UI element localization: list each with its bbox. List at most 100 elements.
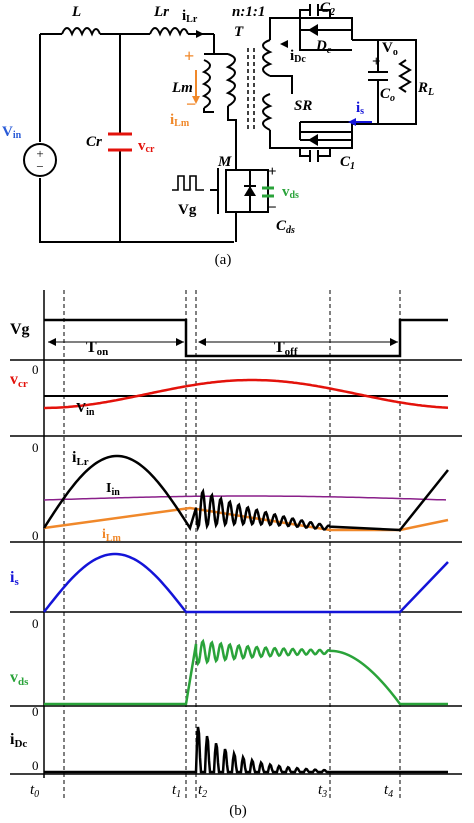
label-Lm-minus: −: [186, 94, 196, 114]
diode-SR-icon: [308, 134, 318, 146]
time-label-t0: t0: [30, 782, 39, 800]
time-markers: [63, 290, 401, 800]
inductor-Lm: [201, 53, 214, 113]
ton-arrow-right: [176, 338, 184, 346]
row-label-vcr: vcr: [10, 371, 28, 390]
label-SR: SR: [294, 98, 312, 114]
row-label-is: is: [10, 569, 19, 588]
capacitor-C2-wires: [299, 9, 331, 18]
label-Co-plus: +: [372, 54, 381, 70]
zero-label-4: 0: [32, 616, 39, 631]
cds-wire: [250, 169, 269, 213]
vg-pulse-icon: [172, 175, 204, 191]
waveform-labels: Vg vcr iLr is vds iDc Ton Toff Vin Iin i…: [10, 321, 298, 750]
source-minus: −: [36, 159, 43, 174]
primary-bottom-wire: [227, 106, 237, 160]
time-label-t2: t2: [198, 782, 207, 800]
mosfet-M-gate: [210, 168, 219, 214]
capacitor-C2: [309, 4, 319, 16]
left-wire: [39, 34, 234, 243]
output-box: [352, 39, 417, 125]
row-label-idc: iDc: [10, 731, 27, 750]
primary-winding: [225, 53, 236, 107]
waveform-frame: [10, 290, 462, 800]
label-Vg: Vg: [178, 202, 197, 218]
zero-label-1: 0: [32, 362, 39, 377]
label-ratio: n:1:1: [232, 4, 265, 20]
ton-arrow-left: [48, 338, 56, 346]
label-Cr: Cr: [86, 134, 102, 150]
label-toff: Toff: [274, 339, 298, 358]
ilm-trace: [43, 506, 449, 532]
capacitor-Cds: [262, 186, 274, 198]
row-label-ilr: iLr: [72, 449, 89, 468]
is-arrowhead: [348, 118, 356, 126]
capacitor-C1: [309, 150, 319, 162]
time-label-t3: t3: [318, 782, 327, 800]
iDc-arrowhead: [280, 40, 288, 48]
label-Co: Co: [380, 86, 395, 104]
vds-trace: [44, 638, 448, 706]
iLm-arrowhead: [192, 96, 200, 104]
label-iLr: iLr: [182, 8, 198, 25]
label-iLm: iLm: [170, 112, 190, 129]
capacitor-Cr: [108, 132, 132, 152]
zero-label-2: 0: [32, 440, 39, 455]
secondary-wires: [269, 17, 353, 149]
circuit-schematic: [39, 4, 417, 243]
inductor-Lr: [149, 27, 189, 37]
capacitor-Co: [368, 71, 388, 81]
label-iDc: iDc: [290, 48, 306, 65]
time-label-t4: t4: [384, 782, 393, 800]
label-L: L: [71, 4, 81, 20]
idc-trace: [44, 726, 448, 774]
label-C2: C2: [320, 0, 335, 18]
zero-label-5: 0: [32, 704, 39, 719]
label-Vo: Vo: [382, 40, 398, 58]
row-label-vds: vds: [10, 669, 29, 688]
iin-trace: [43, 495, 447, 501]
capacitor-C1-wires: [299, 148, 331, 157]
secondary-winding-lower: [262, 93, 273, 131]
row-label-vg: Vg: [10, 321, 30, 338]
diode-Dc-icon: [308, 24, 318, 36]
label-Dc: Dc: [315, 38, 332, 56]
secondary-winding-upper: [262, 39, 273, 77]
label-Lm: Lm: [171, 80, 193, 96]
caption-a: (a): [215, 252, 232, 268]
label-Cds: Cds: [276, 218, 295, 236]
resistor-RL: [398, 59, 412, 93]
label-T: T: [234, 24, 244, 40]
label-Lm-plus: +: [184, 46, 194, 66]
label-vcr: vcr: [138, 138, 155, 155]
inductor-L: [61, 27, 101, 37]
circuit-labels: L Lr iLr n:1:1 T C2 iDc Dc Vo + Co RL Lm…: [2, 0, 434, 236]
label-vin-level: Vin: [76, 401, 95, 418]
iLr-arrowhead: [196, 30, 204, 38]
time-label-t1: t1: [172, 782, 181, 800]
zero-label-6: 0: [32, 758, 39, 773]
diode-M-icon: [244, 186, 256, 196]
label-ilm: iLm: [102, 527, 122, 544]
label-vds-plus: +: [268, 164, 277, 180]
zero-labels: 0 0 0 0 0 0: [32, 362, 39, 773]
ilr-trace: [42, 454, 449, 532]
zero-label-3: 0: [32, 528, 39, 543]
label-iin: Iin: [106, 481, 120, 498]
voltage-source-icon: [23, 143, 57, 177]
label-vds-minus: −: [268, 200, 277, 216]
label-M: M: [217, 154, 232, 170]
time-labels: t0 t1 t2 t3 t4: [30, 782, 393, 800]
label-C1: C1: [340, 154, 355, 172]
label-vds: vds: [282, 184, 299, 201]
vcr-trace: [44, 378, 449, 410]
caption-b: (b): [229, 803, 247, 819]
primary-top-wire: [213, 34, 228, 55]
label-ton: Ton: [86, 339, 108, 358]
transformer-core: [247, 48, 255, 130]
source-plus: +: [36, 146, 43, 161]
label-is: is: [356, 100, 364, 117]
toff-arrow-left: [198, 338, 206, 346]
label-Lr: Lr: [153, 4, 169, 20]
